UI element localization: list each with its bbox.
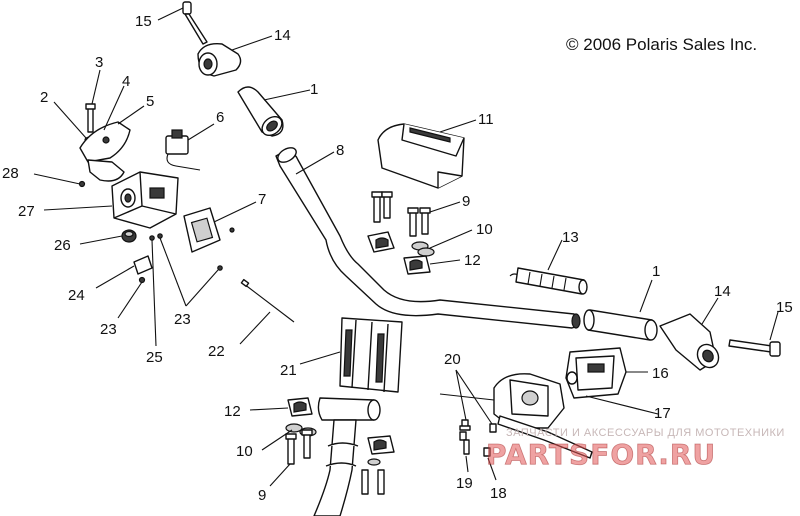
part-27-housing	[111, 171, 179, 229]
part-22-cable	[240, 278, 295, 323]
callout-9-top: 9	[462, 193, 470, 210]
part-11-pad	[377, 123, 465, 189]
part-19-bolt	[463, 439, 470, 455]
part-7-bracket	[183, 207, 221, 253]
part-17-throttle-assembly	[439, 373, 593, 459]
callout-12-top: 12	[464, 252, 481, 269]
part-13-heated-grip	[509, 267, 588, 295]
part-28-screw	[78, 180, 86, 188]
callout-7: 7	[258, 191, 266, 208]
callout-8: 8	[336, 142, 344, 159]
part-23-nut	[138, 276, 146, 284]
callout-25: 25	[146, 349, 163, 366]
part-16-switch-housing	[565, 347, 627, 399]
callout-12-bottom: 12	[224, 403, 241, 420]
part-23-screw-c	[229, 227, 235, 233]
part-15-right-bolt	[728, 339, 781, 357]
part-18-screw	[483, 447, 491, 457]
part-14-right-end-cap	[659, 313, 720, 371]
callout-1-right: 1	[652, 263, 660, 280]
part-20-hardware	[459, 419, 497, 441]
callout-28: 28	[2, 165, 19, 182]
callout-17: 17	[654, 405, 671, 422]
callout-9-bottom: 9	[258, 487, 266, 504]
part-3-bolt	[85, 103, 96, 133]
callout-2: 2	[40, 89, 48, 106]
watermark-tagline: ЗАПЧАСТИ И АКСЕССУАРЫ ДЛЯ МОТОТЕХНИКИ	[506, 427, 785, 439]
part-23-screw-a	[157, 233, 163, 239]
callout-14-right: 14	[714, 283, 731, 300]
watermark-logo: PARTSFOR.RU	[486, 438, 716, 471]
callout-16: 16	[652, 365, 669, 382]
callout-14-top: 14	[274, 27, 291, 44]
part-25-screw	[149, 235, 155, 241]
part-26-grommet	[121, 229, 137, 243]
part-24-clip	[133, 255, 153, 275]
part-8-handlebar	[275, 147, 581, 329]
watermark: ЗАПЧАСТИ И АКСЕССУАРЫ ДЛЯ МОТОТЕХНИКИ PA…	[486, 427, 785, 471]
callout-15-right: 15	[776, 299, 793, 316]
callout-23-left: 23	[100, 321, 117, 338]
callout-21: 21	[280, 362, 297, 379]
callout-18: 18	[490, 485, 507, 502]
part-4-5-bracket	[79, 121, 131, 182]
part-14-top-grip-end	[197, 43, 242, 77]
callout-15-top: 15	[135, 13, 152, 30]
part-6-switch	[165, 129, 201, 171]
part-1-top-grip	[237, 86, 284, 137]
steering-post	[313, 397, 381, 516]
leader-lines	[33, 7, 779, 487]
callout-5: 5	[146, 93, 154, 110]
callout-1-top: 1	[310, 81, 318, 98]
part-9-10-12-bottom-clamp	[285, 397, 395, 495]
part-21-pad	[339, 317, 403, 393]
callout-22: 22	[208, 343, 225, 360]
copyright-notice: © 2006 Polaris Sales Inc.	[566, 35, 757, 54]
callout-11: 11	[478, 111, 494, 128]
callout-6: 6	[216, 109, 224, 126]
callout-20: 20	[444, 351, 461, 368]
callout-23-right: 23	[174, 311, 191, 328]
callout-24: 24	[68, 287, 85, 304]
part-1-right-grip	[583, 309, 658, 341]
callout-3: 3	[95, 54, 103, 71]
callout-4: 4	[122, 73, 130, 90]
callout-10-bottom: 10	[236, 443, 253, 460]
callout-10-top: 10	[476, 221, 493, 238]
callout-26: 26	[54, 237, 71, 254]
callout-13: 13	[562, 229, 579, 246]
callout-19: 19	[456, 475, 473, 492]
callout-27: 27	[18, 203, 35, 220]
part-23-screw-b	[217, 265, 223, 271]
part-9-10-12-top-clamp	[367, 191, 435, 275]
callout-labels: 15 14 1 3 4 2 5 6 8 11 28 27 7 9 10 12 1…	[2, 13, 793, 504]
part-15-top-bolt	[182, 1, 208, 45]
